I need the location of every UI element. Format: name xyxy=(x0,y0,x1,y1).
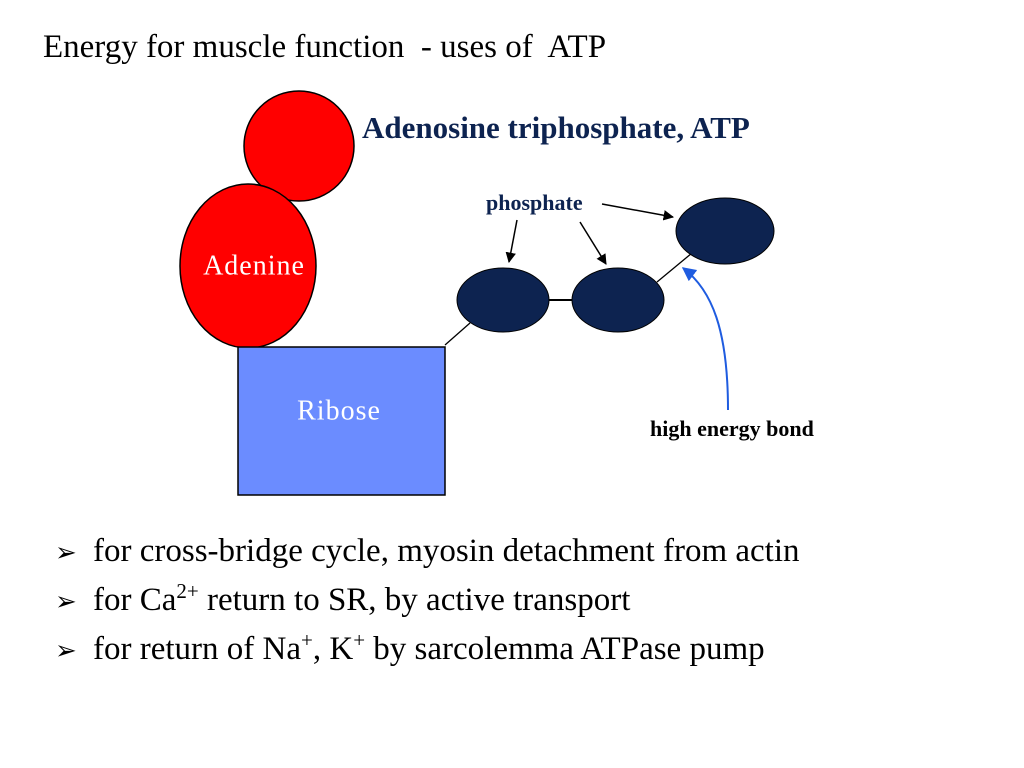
slide-title: Energy for muscle function - uses of ATP xyxy=(43,29,607,65)
bullet-text: for cross-bridge cycle, myosin detachmen… xyxy=(93,533,800,569)
phosphate-label: phosphate xyxy=(486,190,583,215)
adenine-label: Adenine xyxy=(203,250,305,281)
bullet-text: for Ca2+ return to SR, by active transpo… xyxy=(93,579,631,619)
phosphate-arrow-2 xyxy=(579,221,607,265)
high-energy-bond-label: high energy bond xyxy=(650,416,814,441)
bullet-arrow-icon: ➢ xyxy=(55,636,77,666)
adenine-top-circle xyxy=(243,90,355,202)
diagram-heading: Adenosine triphosphate, ATP xyxy=(362,110,750,145)
phosphate-arrow-1 xyxy=(505,219,518,264)
bullet-arrow-icon: ➢ xyxy=(55,587,77,617)
phosphate-2 xyxy=(571,267,665,333)
bullet-arrow-icon: ➢ xyxy=(55,538,77,568)
bullet-text: for return of Na+, K+ by sarcolemma ATPa… xyxy=(93,628,765,668)
ribose-box xyxy=(237,346,446,496)
bullet-item: ➢ for cross-bridge cycle, myosin detachm… xyxy=(55,528,800,577)
ribose-label: Ribose xyxy=(297,395,381,426)
bullet-item: ➢ for Ca2+ return to SR, by active trans… xyxy=(55,577,800,626)
high-energy-bond-arrow xyxy=(681,267,729,411)
phosphate-arrow-3 xyxy=(601,203,675,221)
bullet-item: ➢ for return of Na+, K+ by sarcolemma AT… xyxy=(55,626,800,675)
high-energy-bond-line xyxy=(656,252,693,283)
ribose-phosphate-bond xyxy=(444,322,471,346)
phosphate-3 xyxy=(675,197,775,265)
bullet-list: ➢ for cross-bridge cycle, myosin detachm… xyxy=(55,528,800,675)
phosphate-1 xyxy=(456,267,550,333)
